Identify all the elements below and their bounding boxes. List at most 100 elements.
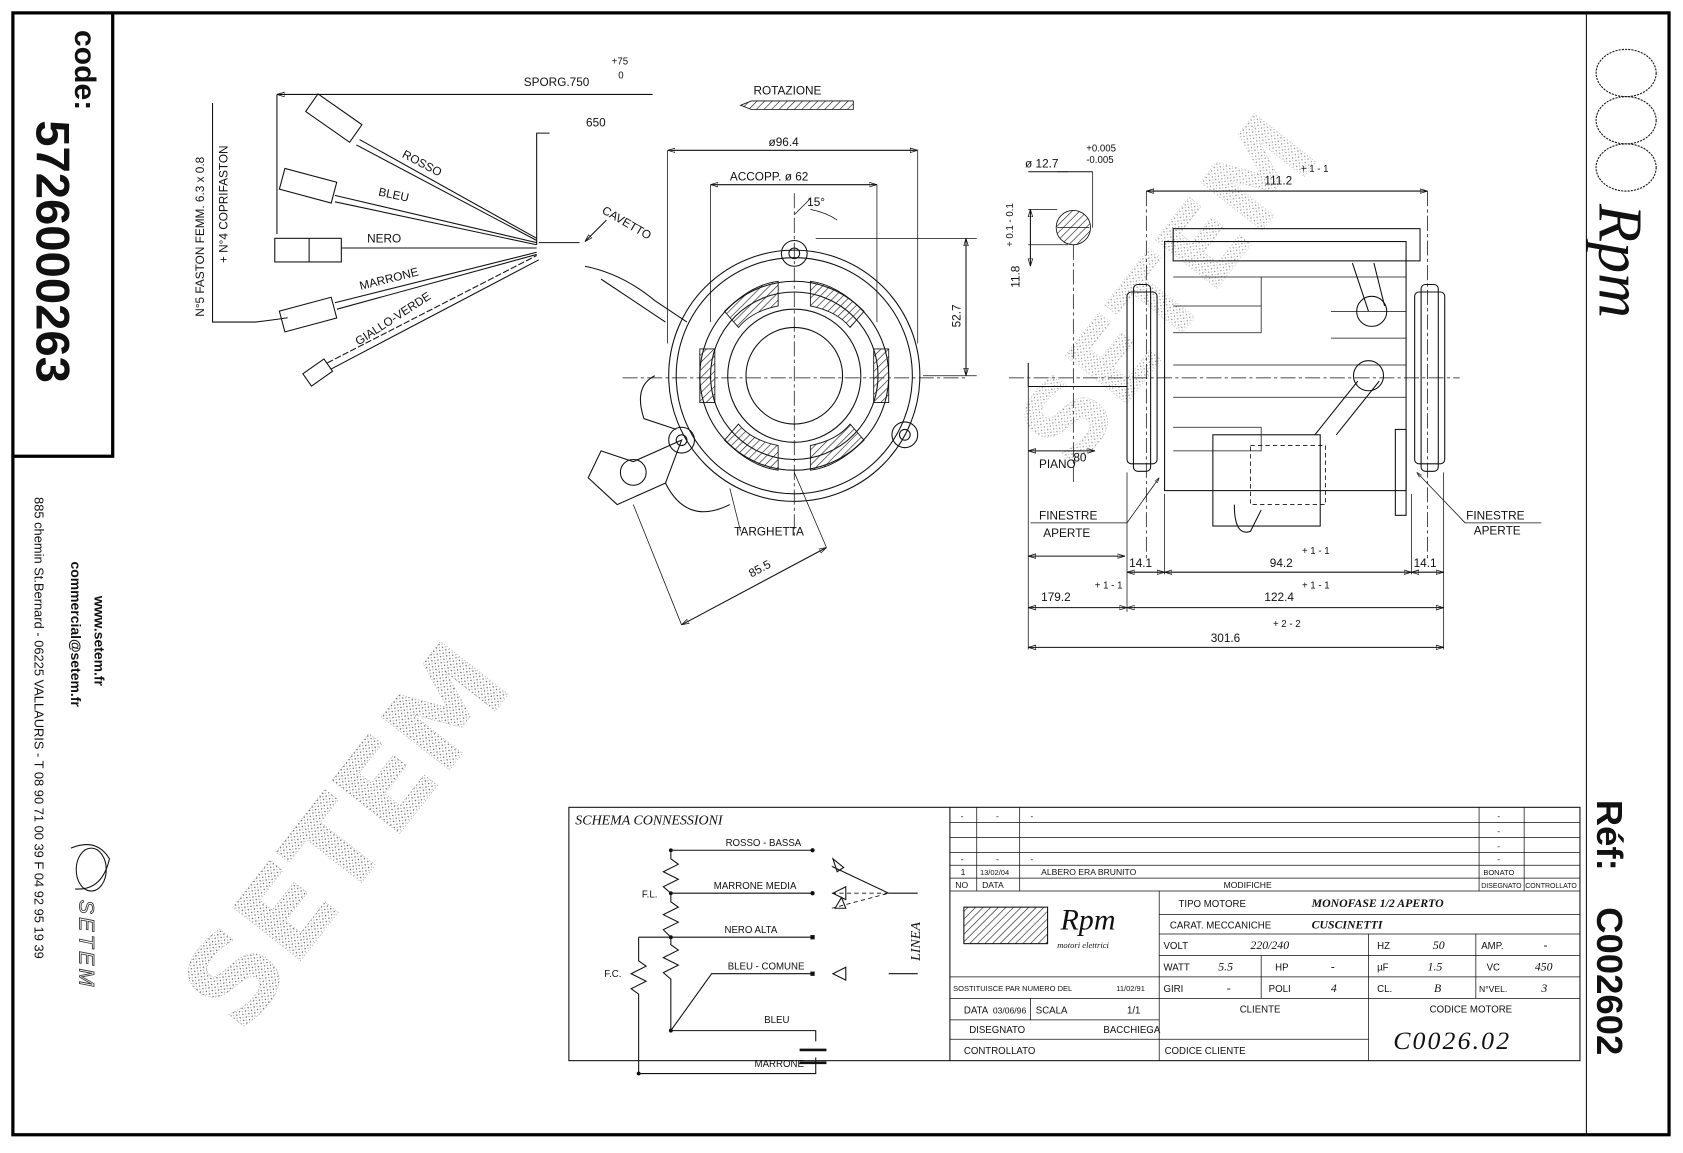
schema-linea: LINEA xyxy=(909,922,924,962)
schema-fc: F.C. xyxy=(604,969,621,980)
nameplate-label: TARGHETTA xyxy=(734,525,804,539)
windows-right-1: FINESTRE xyxy=(1466,509,1524,523)
dim-94-2: 94.2 xyxy=(1270,556,1293,570)
tol-111: + 1 - 1 xyxy=(1301,164,1329,175)
text-label: - xyxy=(1497,841,1500,851)
cliente-label: CLIENTE xyxy=(1240,1004,1281,1015)
vc-value: 450 xyxy=(1535,959,1553,973)
nvel-value: 3 xyxy=(1540,981,1547,995)
cl-value: B xyxy=(1434,981,1441,995)
logo-sub: motori elettrici xyxy=(1057,940,1109,950)
faston-note-2: + N°4 COPRIFASTON xyxy=(217,145,231,263)
dim-122-4: 122.4 xyxy=(1264,590,1294,604)
text-label: - xyxy=(1497,811,1500,821)
hdr-controllato: CONTROLLATO xyxy=(1525,883,1577,890)
hdr-disegnato: DISEGNATO xyxy=(1481,883,1522,890)
dim-301-6: 301.6 xyxy=(1211,631,1241,645)
tol-122: + 1 - 1 xyxy=(1302,580,1330,591)
motor-side-view: ø 12.7 +0.005 -0.005 11.8 + 0.1 - 0.1 11… xyxy=(1005,143,1542,649)
angle-15: 15° xyxy=(807,195,825,209)
text-label: 1 xyxy=(961,867,966,877)
diag-85-5: 85.5 xyxy=(746,557,773,580)
tol-179: + 1 - 1 xyxy=(1095,580,1123,591)
wire-label-giallo-verde: GIALLO-VERDE xyxy=(353,289,434,348)
dim-179-2: 179.2 xyxy=(1041,590,1071,604)
flat-length: 80 xyxy=(1073,451,1087,465)
windows-left-1: FINESTRE xyxy=(1039,509,1097,523)
scala-label: SCALA xyxy=(1036,1005,1068,1016)
hz-label: HZ xyxy=(1377,941,1390,952)
sporg-dimension: SPORG.750 xyxy=(524,75,590,89)
schema-marrone: MARRONE xyxy=(755,1059,805,1070)
sostituisce-date: 11/02/91 xyxy=(1116,984,1145,993)
text-label: - xyxy=(996,854,999,864)
code-label: code: xyxy=(68,30,101,110)
motor-front-view: ROTAZIONE ø96.4 ACCOPP. ø 62 15° 52.7 xyxy=(587,83,977,624)
rpm-logo-coils-icon xyxy=(1595,48,1657,192)
disegnato-value: BACCHIEGA xyxy=(1103,1025,1160,1036)
revision-row: ---- xyxy=(961,854,1501,864)
email: commercial@setem.fr xyxy=(68,561,84,707)
cable-label: CAVETTO xyxy=(600,203,654,242)
setem-logo-text: SETEM xyxy=(74,900,98,990)
connector-marrone xyxy=(278,251,537,333)
address: 885 chemin St.Bernard - 06225 VALLAURIS … xyxy=(31,497,46,959)
left-strip: code: 5726000263 www.setem.fr commercial… xyxy=(25,30,111,990)
flat-label: PIANO xyxy=(1039,457,1076,471)
connector-giallo-verde xyxy=(302,255,540,387)
schema-bleu-comune: BLEU - COMUNE xyxy=(728,961,805,972)
schema-marrone-media: MARRONE MEDIA xyxy=(714,881,797,892)
connection-schema: SCHEMA CONNESSIONI ROSSO - BASSA MARRONE… xyxy=(568,806,1581,1076)
watt-value: 5.5 xyxy=(1218,959,1233,973)
length-111-2: 111.2 xyxy=(1264,174,1292,188)
uf-label: µF xyxy=(1377,962,1389,973)
windows-right-2: APERTE xyxy=(1474,524,1521,538)
amp-label: AMP. xyxy=(1481,941,1503,952)
hp-value: - xyxy=(1331,959,1335,973)
setem-logo-icon xyxy=(70,844,111,892)
giri-value: - xyxy=(1227,981,1231,995)
scala-value: 1/1 xyxy=(1127,1005,1140,1016)
uf-value: 1.5 xyxy=(1428,959,1443,973)
rpm-logo-text: Rpm xyxy=(1585,203,1653,318)
codice-motore-label: CODICE MOTORE xyxy=(1430,1004,1513,1015)
controllato-label: CONTROLLATO xyxy=(964,1046,1036,1057)
amp-value: - xyxy=(1543,938,1547,952)
windows-left-2: APERTE xyxy=(1043,526,1090,540)
text-label: - xyxy=(961,811,964,821)
tol-94: + 1 - 1 xyxy=(1302,546,1330,557)
shaft-tol-minus: -0.005 xyxy=(1086,155,1113,166)
codice-cliente-label: CODICE CLIENTE xyxy=(1165,1046,1247,1057)
hz-value: 50 xyxy=(1433,938,1445,952)
product-code: 5726000263 xyxy=(25,120,78,383)
sporg-tol-minus: 0 xyxy=(618,70,623,81)
ref-label: Réf: xyxy=(1589,800,1630,871)
shaft-tol-plus: +0.005 xyxy=(1086,143,1116,154)
text-label: ALBERO ERA BRUNITO xyxy=(1041,867,1136,877)
text-label: - xyxy=(1030,811,1033,821)
sporg-tol-plus: +75 xyxy=(612,56,628,67)
hdr-modifiche: MODIFICHE xyxy=(1224,880,1272,890)
code-box xyxy=(12,12,115,458)
shaft-diameter: ø 12.7 xyxy=(1025,156,1058,170)
volt-label: VOLT xyxy=(1164,941,1189,952)
tipo-value: MONOFASE 1/2 APERTO xyxy=(1311,896,1444,910)
data-label: DATA xyxy=(964,1005,989,1016)
codice-motore-value: C0026.02 xyxy=(1393,1026,1511,1055)
tol-301: + 2 - 2 xyxy=(1273,619,1301,630)
faston-note-1: N°5 FASTON FEMM. 6.3 x 0.8 xyxy=(193,156,207,316)
schema-bleu: BLEU xyxy=(764,1015,789,1026)
text-label: - xyxy=(1497,854,1500,864)
length-650: 650 xyxy=(586,116,606,130)
rotation-label: ROTAZIONE xyxy=(753,83,821,97)
poli-label: POLI xyxy=(1269,984,1291,995)
height-52-7: 52.7 xyxy=(950,304,964,327)
sheet-border xyxy=(11,11,1671,1137)
vc-label: VC xyxy=(1487,962,1500,973)
poli-value: 4 xyxy=(1331,981,1337,995)
logo-text: Rpm xyxy=(1059,903,1115,937)
hp-label: HP xyxy=(1275,962,1288,973)
connector-nero xyxy=(274,237,537,263)
